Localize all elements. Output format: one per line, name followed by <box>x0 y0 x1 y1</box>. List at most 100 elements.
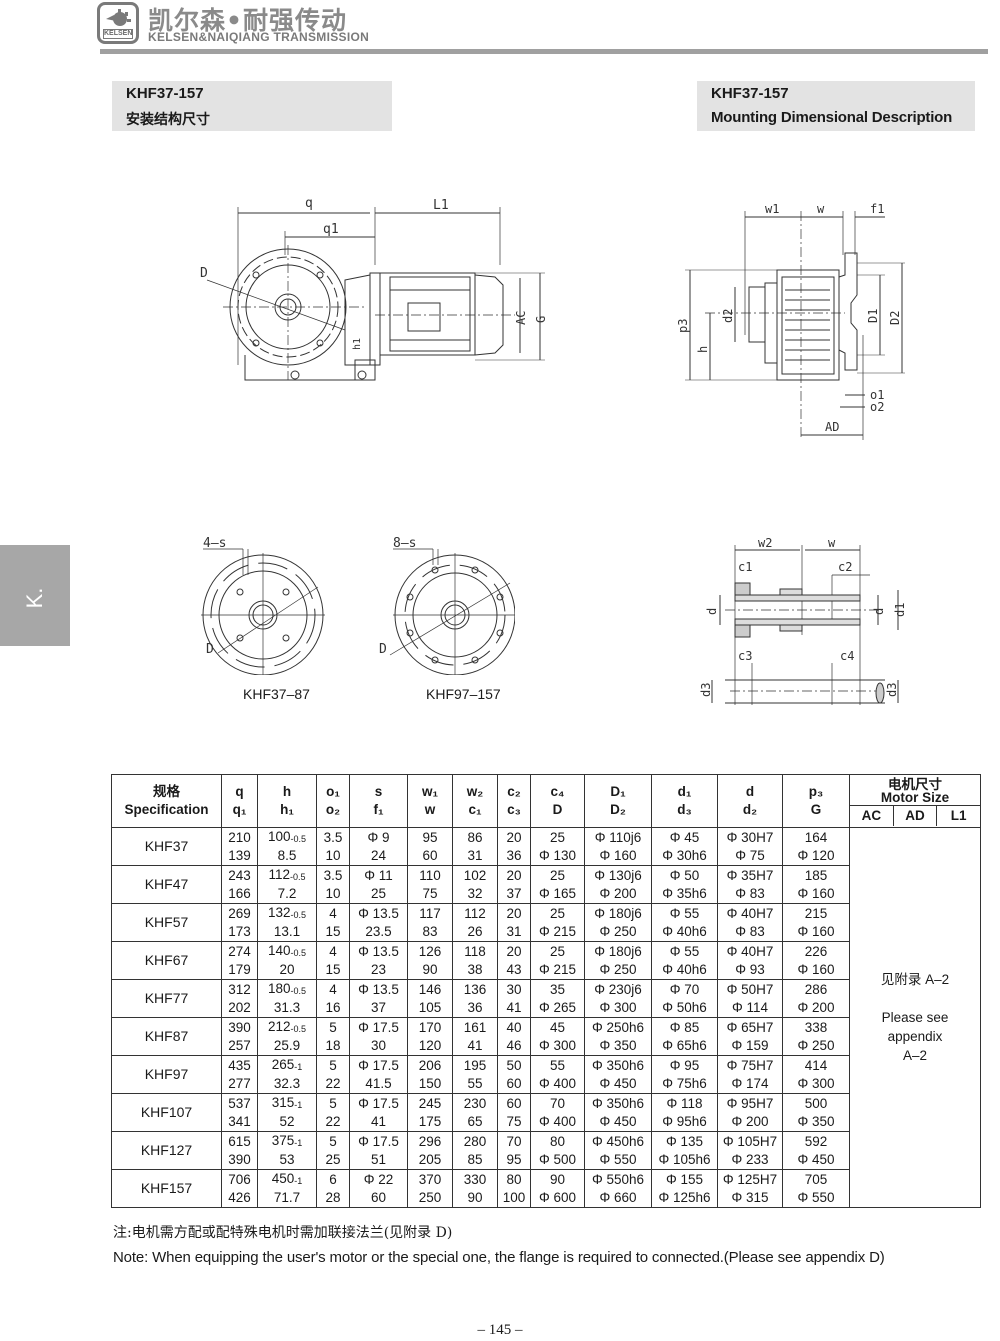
svg-text:c1: c1 <box>738 560 752 574</box>
hollow-shaft-drawing: w2 w c1 c2 d d d1 c3 c4 d3 d3 <box>699 535 910 715</box>
col-header-ac: AC <box>850 806 894 826</box>
flange-4-hole-drawing: 4–s D <box>198 535 328 680</box>
title-box-en: KHF37-157 Mounting Dimensional Descripti… <box>697 81 975 131</box>
svg-text:w: w <box>817 202 825 216</box>
section-subtitle-cn: 安装结构尺寸 <box>126 112 210 128</box>
svg-text:AC: AC <box>514 311 528 325</box>
svg-text:G: G <box>534 316 548 323</box>
svg-text:f1: f1 <box>870 202 884 216</box>
svg-text:q1: q1 <box>323 222 339 237</box>
model-range-title: KHF37-157 <box>711 85 789 102</box>
note-en: Note: When equipping the user's motor or… <box>113 1249 885 1266</box>
svg-text:d1: d1 <box>893 603 907 617</box>
side-view-drawing: w1 w f1 D1 D2 p3 h d2 o1 o2 AD <box>665 195 915 450</box>
svg-text:q: q <box>305 196 313 211</box>
brand-name-en: KELSEN&NAIQIANG TRANSMISSION <box>148 30 370 44</box>
svg-text:c4: c4 <box>840 649 854 663</box>
front-view-drawing: q q1 L1 D AC G h1 <box>195 195 555 390</box>
diameter-label: D <box>379 642 387 657</box>
model-range-title: KHF37-157 <box>126 85 204 102</box>
model-cell: KHF47 <box>111 865 222 904</box>
model-cell: KHF97 <box>111 1055 222 1094</box>
model-cell: KHF57 <box>111 903 222 942</box>
flange-8-caption: KHF97–157 <box>426 686 501 702</box>
svg-text:h: h <box>696 346 710 353</box>
svg-text:d: d <box>705 608 719 615</box>
svg-text:d: d <box>872 608 886 615</box>
svg-text:c3: c3 <box>738 649 752 663</box>
hole-count-label: 4–s <box>203 536 226 551</box>
model-cell: KHF127 <box>111 1131 222 1170</box>
svg-text:d3: d3 <box>700 683 713 697</box>
